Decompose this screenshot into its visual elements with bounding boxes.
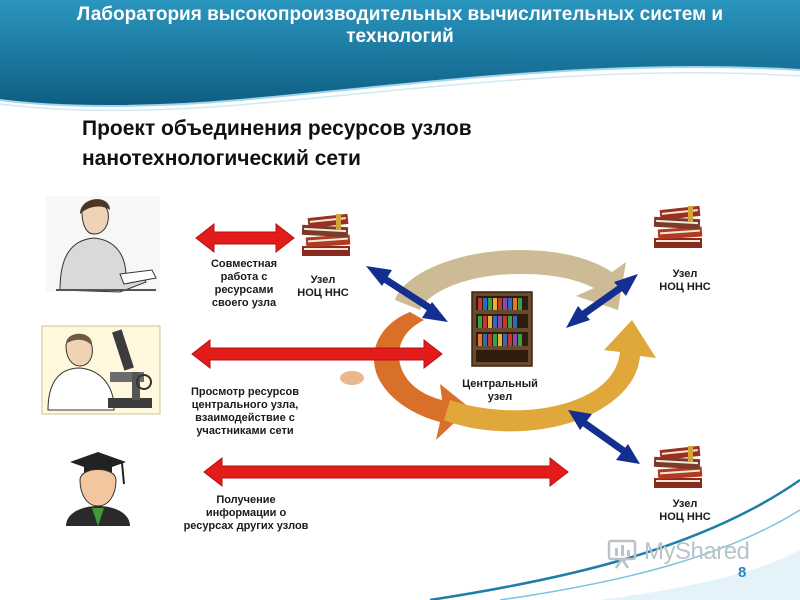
footer-wave: [429, 478, 800, 600]
label-line: своего узла: [211, 297, 277, 309]
red-arrow-joint-work: [195, 222, 295, 254]
header-title-line-1: Лаборатория высокопроизводительных вычис…: [76, 4, 724, 25]
watermark-logo-icon: [607, 539, 637, 569]
slide-title-line-1: Проект объединения ресурсов узлов: [82, 117, 472, 140]
label-line: ресурсах других узлов: [183, 520, 309, 532]
label-line: Совместная: [210, 258, 278, 270]
label-line: НОЦ ННС: [659, 281, 711, 293]
bookshelf-icon: [471, 291, 533, 367]
graduate-icon: [66, 452, 130, 526]
books-stack-icon: [653, 205, 703, 248]
scientist-microscope-icon: [41, 325, 161, 415]
cycle-arrow-left: [373, 312, 470, 440]
label-line: узел: [487, 391, 513, 403]
blue-arrow-top-right-node: [566, 274, 638, 328]
page-number: 8: [738, 564, 747, 581]
label-line: ресурсами: [214, 284, 274, 296]
label-node-left: Узел НОЦ ННС: [292, 274, 354, 300]
header-banner: [0, 0, 800, 112]
cycle-dot: [340, 371, 364, 385]
red-arrow-receive: [203, 456, 569, 488]
label-line: Просмотр ресурсов: [190, 386, 300, 398]
label-line: Центральный: [462, 378, 538, 390]
label-line: информации о: [205, 507, 287, 519]
label-line: участниками сети: [196, 425, 294, 437]
books-stack-icon: [301, 213, 351, 256]
label-line: Узел: [672, 498, 698, 510]
label-receive: Получение информации о ресурсах других у…: [178, 494, 314, 533]
header-title: Лаборатория высокопроизводительных вычис…: [40, 4, 760, 48]
label-line: Узел: [672, 268, 698, 280]
label-browse: Просмотр ресурсов центрального узла, вза…: [180, 386, 310, 438]
woman-writing-icon: [46, 196, 160, 293]
label-central-node: Центральный узел: [452, 378, 548, 404]
red-arrow-browse: [191, 338, 443, 370]
watermark-text: MyShared: [644, 538, 750, 565]
slide-title: Проект объединения ресурсов узлов наноте…: [82, 114, 602, 174]
label-node-top-right: Узел НОЦ ННС: [654, 268, 716, 294]
cycle-arrow-top: [395, 250, 626, 310]
label-line: НОЦ ННС: [297, 287, 349, 299]
slide-title-line-2: нанотехнологический сети: [82, 147, 361, 170]
header-title-line-2: технологий: [346, 26, 454, 47]
blue-arrow-left-node: [366, 266, 448, 322]
label-joint-work: Совместная работа с ресурсами своего узл…: [196, 258, 292, 310]
label-line: Узел: [310, 274, 336, 286]
blue-arrow-bottom-right-node: [568, 410, 640, 464]
label-node-bottom-right: Узел НОЦ ННС: [654, 498, 716, 524]
cycle-arrow-bottom: [444, 320, 656, 432]
label-line: Получение: [216, 494, 276, 506]
label-line: работа с: [220, 271, 268, 283]
label-line: центрального узла,: [191, 399, 299, 411]
label-line: взаимодействие с: [195, 412, 295, 424]
label-line: НОЦ ННС: [659, 511, 711, 523]
